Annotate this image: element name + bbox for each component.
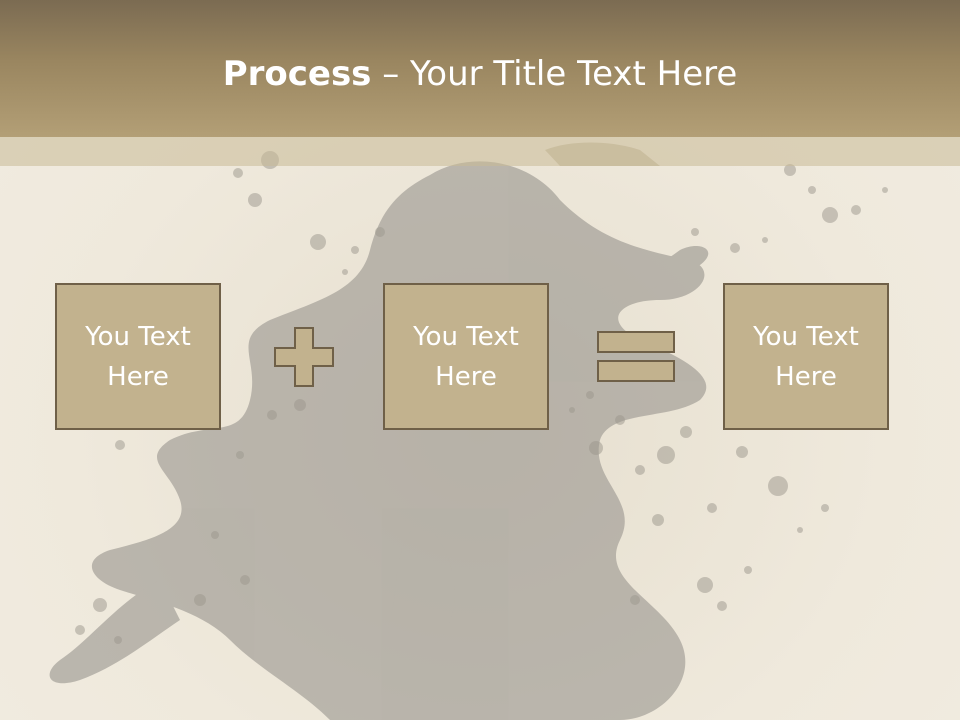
slide-title-bold: Process <box>222 54 372 94</box>
plus-icon <box>274 327 334 387</box>
slide-title-rest: – Your Title Text Here <box>371 54 738 94</box>
process-box-2-text: You Text Here <box>413 321 519 392</box>
process-box-3[interactable]: You Text Here <box>723 283 889 430</box>
title-bar-strip <box>0 137 960 166</box>
title-bar <box>0 0 960 137</box>
process-box-2[interactable]: You Text Here <box>383 283 549 430</box>
process-box-3-text: You Text Here <box>753 321 859 392</box>
process-box-1-text: You Text Here <box>85 321 191 392</box>
equals-icon <box>597 331 675 382</box>
slide-title: Process – Your Title Text Here <box>0 52 960 96</box>
process-box-1[interactable]: You Text Here <box>55 283 221 430</box>
